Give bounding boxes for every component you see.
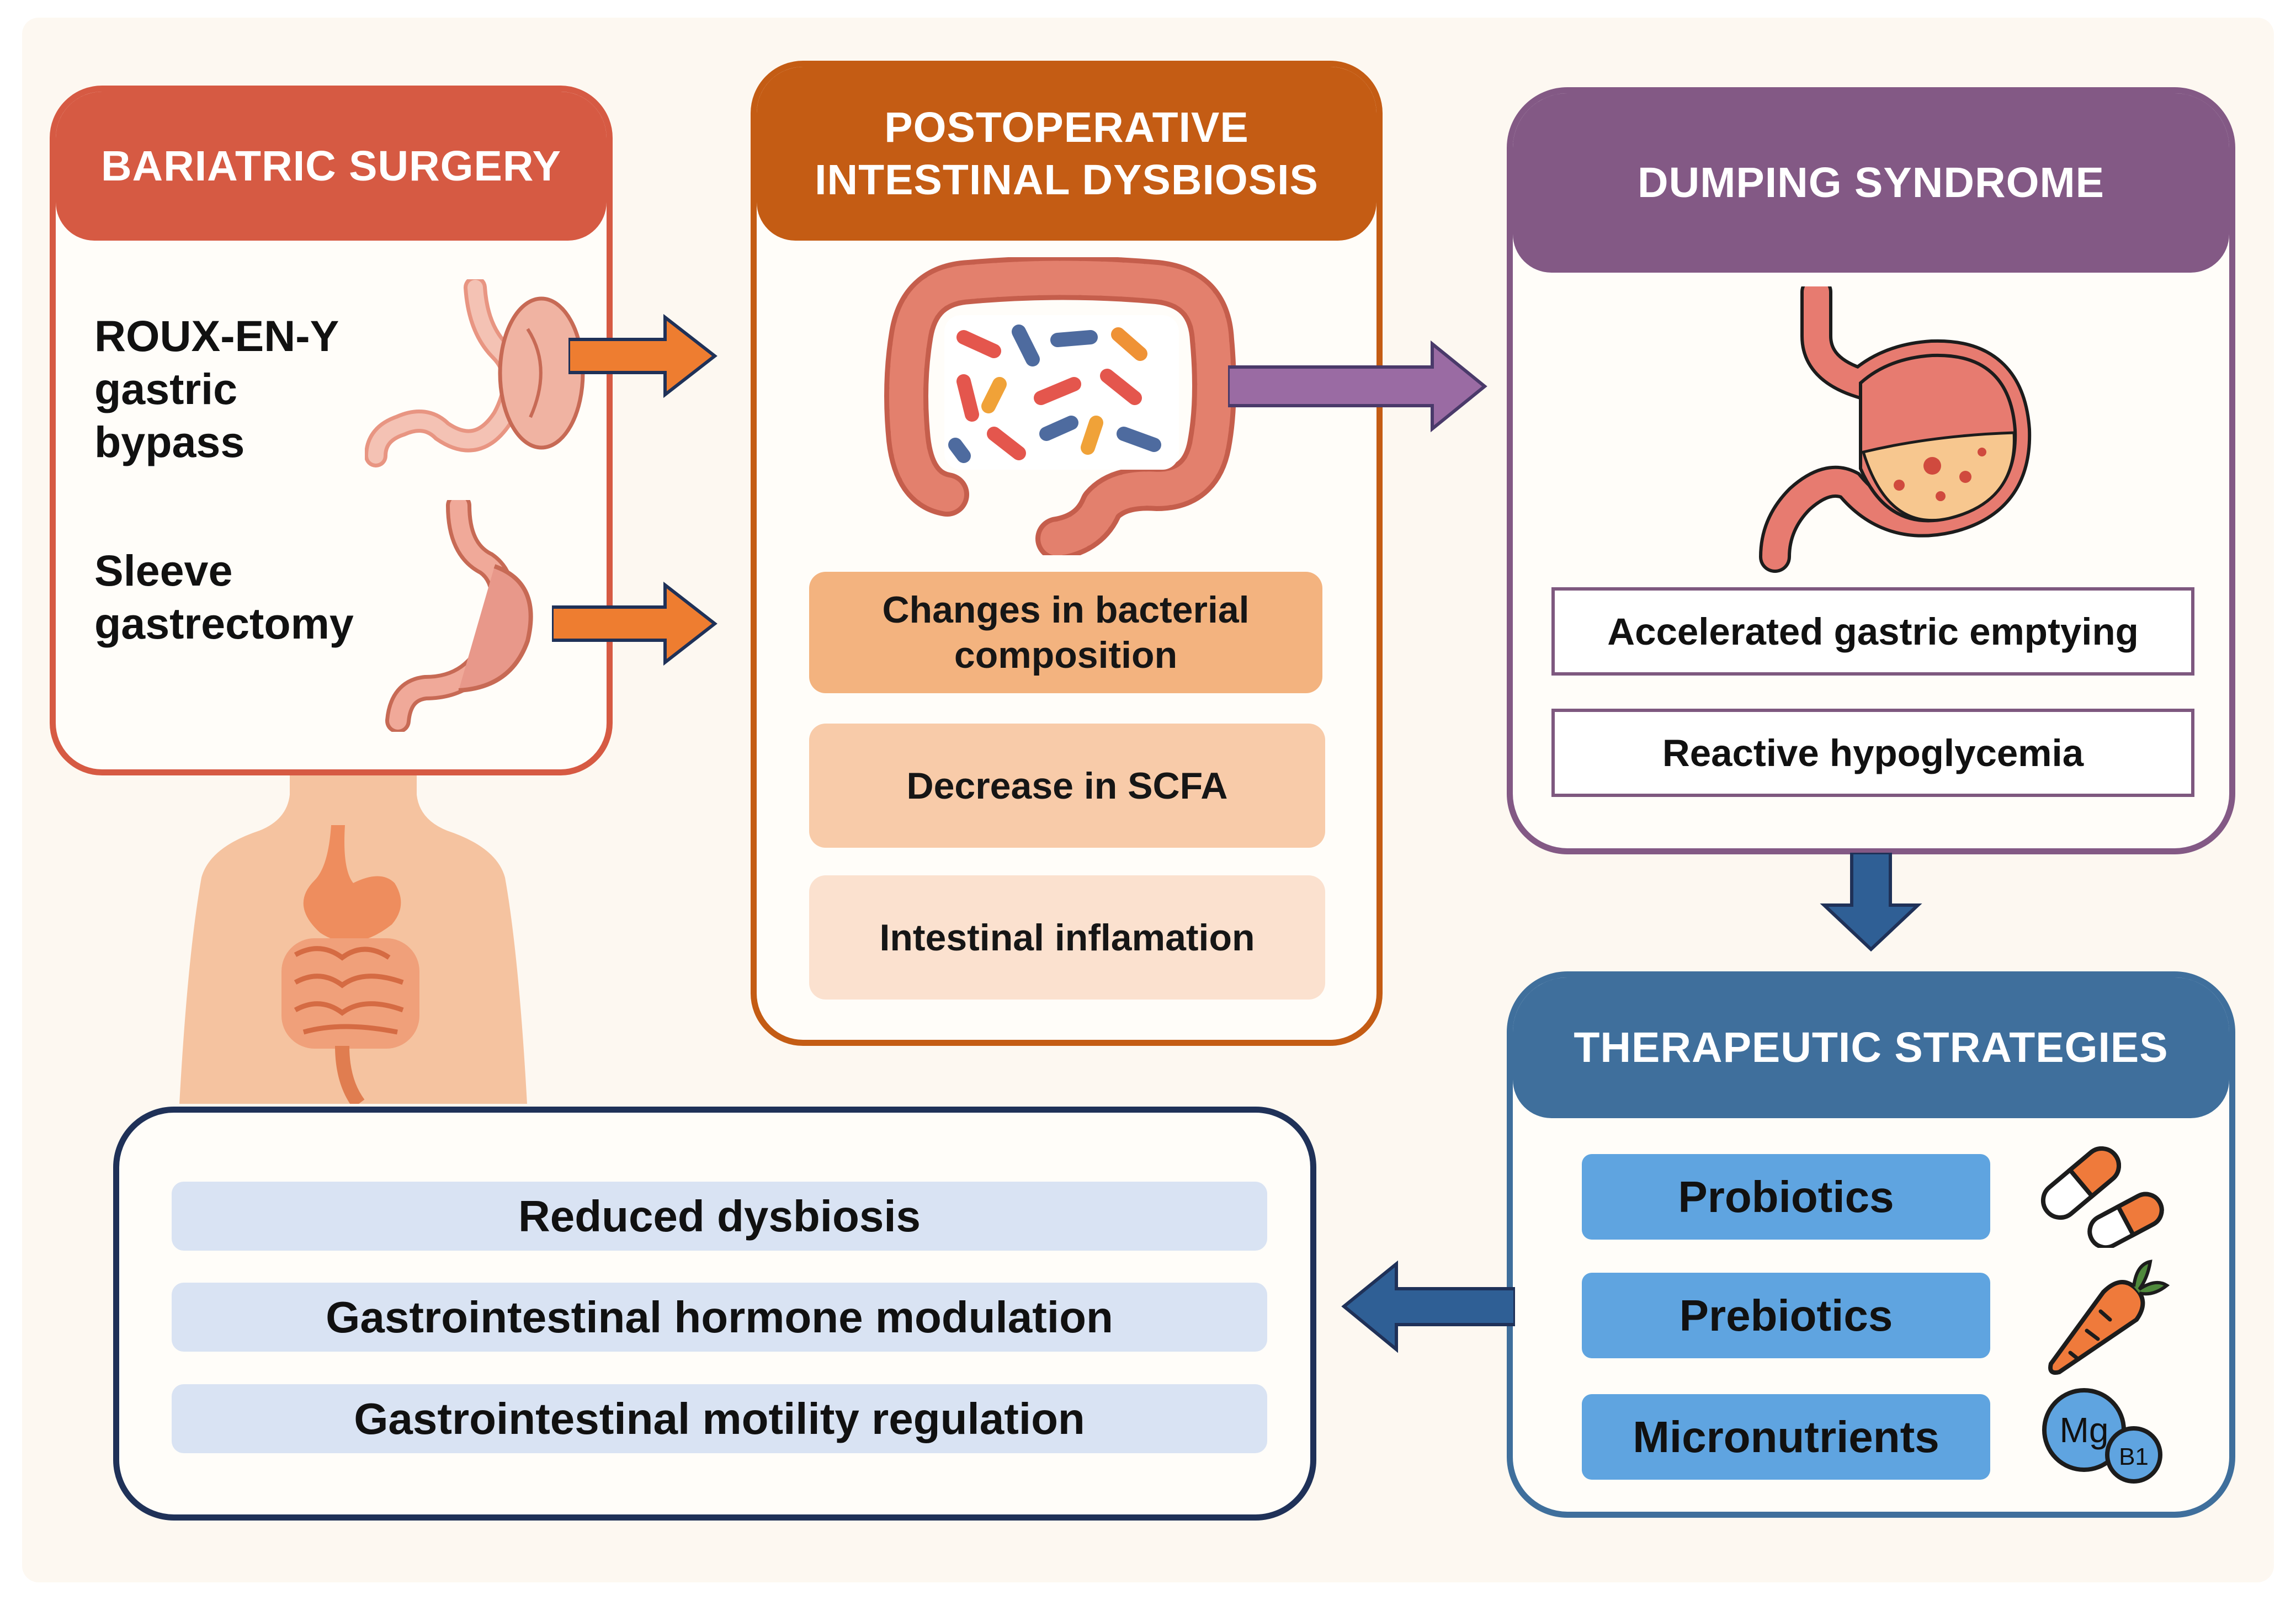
mineral-badge-icon: Mg B1 <box>2042 1388 2162 1484</box>
arrow-dumping-to-therapeutic <box>1820 853 1922 952</box>
dysbiosis-item-bacterial: Changes in bacterial composition <box>809 572 1322 693</box>
bariatric-surgery-panel: BARIATRIC SURGERY ROUX-EN-Y gastric bypa… <box>50 86 613 775</box>
mineral-badge-b1: B1 <box>2119 1443 2149 1470</box>
dysbiosis-panel: POSTOPERATIVE INTESTINAL DYSBIOSIS <box>751 61 1383 1046</box>
therapeutic-strategies-panel: THERAPEUTIC STRATEGIES Probiotics Prebio… <box>1507 971 2235 1518</box>
arrow-bypass-to-dysbiosis <box>568 313 718 398</box>
outcome-reduced-dysbiosis: Reduced dysbiosis <box>172 1182 1267 1251</box>
therapy-micronutrients: Micronutrients <box>1582 1394 1990 1480</box>
procedure-roux-en-y-label: ROUX-EN-Y gastric bypass <box>94 311 338 466</box>
mineral-badge-mg: Mg <box>2060 1410 2109 1450</box>
arrow-dysbiosis-to-dumping <box>1228 340 1487 433</box>
intestine-bacteria-icon <box>884 257 1236 555</box>
stomach-bypass-icon <box>365 279 585 467</box>
therapy-probiotics: Probiotics <box>1582 1154 1990 1240</box>
outcome-motility-regulation: Gastrointestinal motility regulation <box>172 1384 1267 1453</box>
therapeutic-strategies-title: THERAPEUTIC STRATEGIES <box>1513 977 2229 1118</box>
arrow-sleeve-to-dysbiosis <box>552 581 718 666</box>
dumping-syndrome-panel: DUMPING SYNDROME Accelerated gastric emp… <box>1507 87 2235 854</box>
bariatric-surgery-title: BARIATRIC SURGERY <box>56 92 607 241</box>
outcome-hormone-modulation: Gastrointestinal hormone modulation <box>172 1283 1267 1352</box>
therapy-prebiotics: Prebiotics <box>1582 1273 1990 1358</box>
dysbiosis-title: POSTOPERATIVE INTESTINAL DYSBIOSIS <box>757 67 1376 241</box>
dysbiosis-item-inflammation: Intestinal inflamation <box>809 875 1325 1000</box>
procedure-sleeve-label: Sleeve gastrectomy <box>94 546 354 648</box>
dumping-item-gastric-emptying: Accelerated gastric emptying <box>1551 587 2194 676</box>
carrot-icon <box>2048 1259 2170 1375</box>
sleeve-stomach-icon <box>385 500 533 732</box>
capsule-icon <box>2040 1146 2164 1248</box>
stomach-dumping-icon <box>1759 286 2032 573</box>
dysbiosis-item-scfa: Decrease in SCFA <box>809 724 1325 848</box>
human-torso-icon <box>179 773 527 1104</box>
outcomes-panel: Reduced dysbiosis Gastrointestinal hormo… <box>113 1107 1316 1521</box>
arrow-therapeutic-to-outcomes <box>1341 1260 1515 1353</box>
dumping-syndrome-title: DUMPING SYNDROME <box>1513 93 2229 273</box>
dumping-item-hypoglycemia: Reactive hypoglycemia <box>1551 709 2194 797</box>
